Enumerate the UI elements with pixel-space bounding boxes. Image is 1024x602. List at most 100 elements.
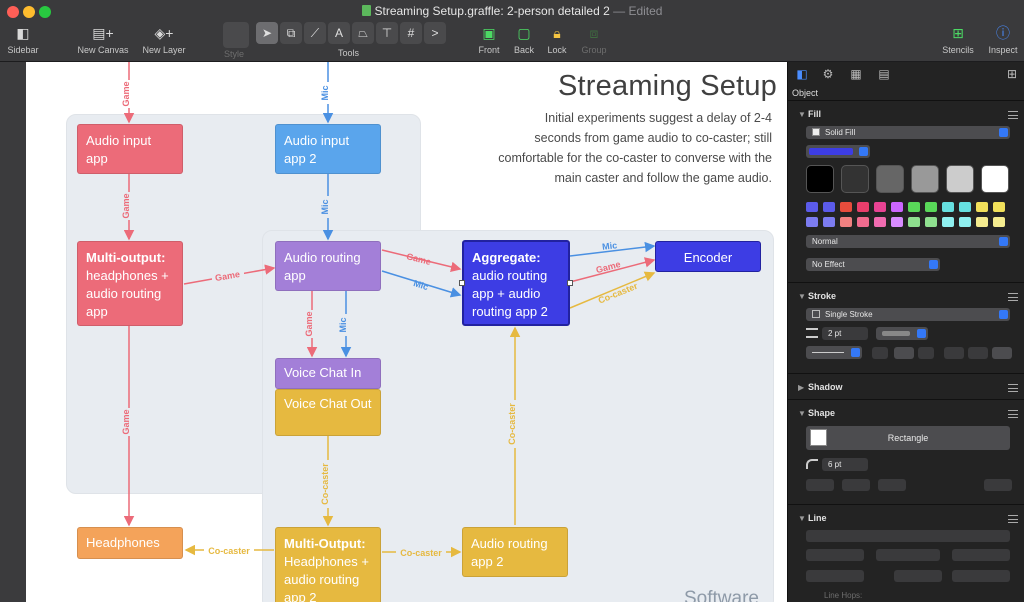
line-type-select[interactable] (806, 530, 1010, 542)
color-swatch[interactable] (806, 202, 818, 212)
back-button[interactable]: ▢ Back (511, 24, 537, 55)
line-cap-round-button[interactable] (968, 347, 988, 359)
multi-output-node[interactable]: Multi-output: headphones + audio routing… (77, 241, 183, 326)
color-swatch[interactable] (976, 217, 988, 227)
audio-routing-app-node[interactable]: Audio routing app (275, 241, 381, 291)
swatch-dark-gray[interactable] (841, 165, 869, 193)
color-swatch[interactable] (823, 202, 835, 212)
color-swatch[interactable] (840, 202, 852, 212)
headphones-node[interactable]: Headphones (77, 527, 183, 559)
swatch-light-gray[interactable] (946, 165, 974, 193)
line-menu-icon[interactable] (1008, 515, 1018, 523)
multi-output-2-node[interactable]: Multi-Output: Headphones + audio routing… (275, 527, 381, 602)
fill-type-select[interactable]: Solid Fill (806, 126, 1010, 139)
color-swatch[interactable] (959, 217, 971, 227)
document-tab-icon[interactable]: ▤ (878, 67, 890, 81)
selection-tool[interactable]: ➤ (256, 22, 278, 44)
stroke-menu-icon[interactable] (1008, 293, 1018, 301)
voice-chat-out-node[interactable]: Voice Chat Out (275, 389, 381, 436)
shape-action-3-button[interactable] (878, 479, 906, 491)
shape-menu-icon[interactable] (1008, 410, 1018, 418)
properties-tab-gear-icon[interactable]: ⚙ (822, 67, 834, 81)
color-swatch[interactable] (806, 217, 818, 227)
swatch-black[interactable] (806, 165, 834, 193)
color-swatch[interactable] (925, 202, 937, 212)
shadow-menu-icon[interactable] (1008, 384, 1018, 392)
stencil-grid-icon[interactable]: ⊞ (1006, 67, 1018, 81)
line-end-select[interactable] (952, 549, 1010, 561)
color-swatch[interactable] (891, 202, 903, 212)
line-cap-flat-button[interactable] (944, 347, 964, 359)
blend-mode-select[interactable]: Normal (806, 235, 1010, 248)
diagram-canvas[interactable]: Streaming Setup Initial experiments sugg… (26, 62, 787, 602)
minimize-window-button[interactable] (23, 6, 35, 18)
zoom-window-button[interactable] (39, 6, 51, 18)
pen-tool[interactable]: ⏢ (352, 22, 374, 44)
encoder-node[interactable]: Encoder (655, 241, 761, 272)
audio-input-app-2-node[interactable]: Audio input app 2 (275, 124, 381, 174)
color-swatch[interactable] (874, 202, 886, 212)
shape-section-header[interactable]: ▼Shape (798, 408, 836, 418)
line-tool[interactable]: ⟋ (304, 22, 326, 44)
stroke-pattern-select[interactable] (806, 346, 862, 359)
color-swatch[interactable] (942, 202, 954, 212)
line-cap-square-button[interactable] (992, 347, 1012, 359)
group-button[interactable]: ⧈ Group (581, 25, 607, 55)
shape-tool[interactable]: ⧉ (280, 22, 302, 44)
selection-handle-right[interactable] (567, 280, 573, 286)
style-button[interactable] (223, 22, 249, 48)
fill-color-well[interactable] (806, 145, 870, 158)
color-swatch[interactable] (823, 217, 835, 227)
fill-menu-icon[interactable] (1008, 111, 1018, 119)
sidebar-button[interactable]: ◧ Sidebar (7, 25, 39, 55)
line-end-size-field[interactable] (952, 570, 1010, 582)
color-swatch[interactable] (857, 217, 869, 227)
color-swatch[interactable] (857, 202, 869, 212)
fill-section-header[interactable]: ▼Fill (798, 109, 821, 119)
stroke-width-field[interactable]: 2 pt (822, 327, 868, 340)
corner-radius-field[interactable]: 6 pt (822, 458, 868, 471)
color-swatch[interactable] (891, 217, 903, 227)
more-tools-chevron-icon[interactable]: > (424, 22, 446, 44)
voice-chat-in-node[interactable]: Voice Chat In (275, 358, 381, 389)
color-swatch[interactable] (993, 202, 1005, 212)
inspect-button[interactable]: ⓘ Inspect (986, 24, 1020, 55)
diagram-tool[interactable]: ⊤ (376, 22, 398, 44)
corner-round-button[interactable] (894, 347, 914, 359)
swatch-white[interactable] (981, 165, 1009, 193)
shape-action-2-button[interactable] (842, 479, 870, 491)
corner-square-button[interactable] (872, 347, 888, 359)
aggregate-node[interactable]: Aggregate: audio routing app + audio rou… (462, 240, 570, 326)
line-start-size-field[interactable] (806, 570, 864, 582)
color-swatch[interactable] (874, 217, 886, 227)
canvas-tab-icon[interactable]: ▦ (850, 67, 862, 81)
color-swatch[interactable] (993, 217, 1005, 227)
line-curve-field[interactable] (894, 570, 942, 582)
lock-button[interactable]: 🔒︎ Lock (545, 24, 569, 55)
object-tab-icon[interactable]: ◧ (796, 67, 808, 81)
shape-action-1-button[interactable] (806, 479, 834, 491)
new-canvas-button[interactable]: ▤+ New Canvas (77, 25, 129, 55)
shape-type-button[interactable]: Rectangle (806, 426, 1010, 450)
fill-effect-select[interactable]: No Effect (806, 258, 940, 271)
color-swatch[interactable] (976, 202, 988, 212)
color-swatch[interactable] (908, 217, 920, 227)
color-swatch[interactable] (959, 202, 971, 212)
close-window-button[interactable] (7, 6, 19, 18)
line-swap-button[interactable] (876, 549, 940, 561)
color-swatch[interactable] (942, 217, 954, 227)
swatch-mid-gray[interactable] (911, 165, 939, 193)
audio-routing-app-2-node[interactable]: Audio routing app 2 (462, 527, 568, 577)
audio-input-app-node[interactable]: Audio input app (77, 124, 183, 174)
new-layer-button[interactable]: ◈+ New Layer (140, 24, 188, 55)
front-button[interactable]: ▣ Front (476, 24, 502, 55)
line-section-header[interactable]: ▼Line (798, 513, 827, 523)
stroke-type-select[interactable]: Single Stroke (806, 308, 1010, 321)
selection-handle-left[interactable] (459, 280, 465, 286)
color-swatch[interactable] (925, 217, 937, 227)
text-tool[interactable]: A (328, 22, 350, 44)
color-swatch[interactable] (840, 217, 852, 227)
swatch-gray[interactable] (876, 165, 904, 193)
shape-action-4-button[interactable] (984, 479, 1012, 491)
corner-curve-button[interactable] (918, 347, 934, 359)
